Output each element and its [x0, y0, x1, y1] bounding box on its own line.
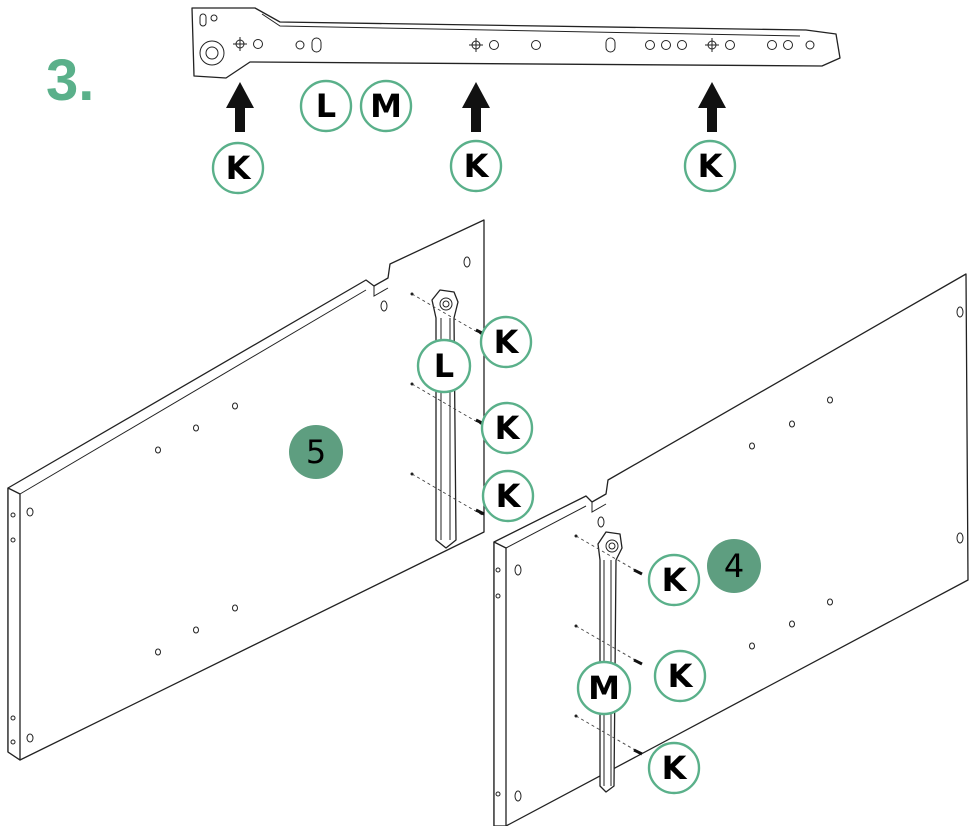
left-side-panel: [7, 219, 485, 761]
svg-text:M: M: [588, 669, 620, 707]
svg-text:L: L: [434, 347, 454, 385]
svg-text:L: L: [316, 87, 336, 125]
callout-top-l: L: [299, 79, 353, 133]
svg-text:4: 4: [724, 547, 744, 585]
svg-text:K: K: [495, 409, 521, 447]
svg-text:K: K: [668, 657, 694, 695]
rail-cross-hole-3: [705, 38, 719, 52]
callout-right-k-1: K: [647, 553, 701, 607]
svg-text:5: 5: [306, 433, 326, 471]
svg-text:K: K: [226, 149, 252, 187]
callout-top-k-2: K: [449, 139, 503, 193]
callout-right-k-3: K: [647, 741, 701, 795]
svg-text:K: K: [662, 561, 688, 599]
callout-left-k-1: K: [479, 315, 533, 369]
svg-text:K: K: [698, 147, 724, 185]
svg-text:M: M: [370, 87, 402, 125]
svg-text:K: K: [496, 477, 522, 515]
callout-top-k-3: K: [683, 139, 737, 193]
up-arrow-icon: [462, 82, 490, 132]
rail-cross-hole-1: [233, 37, 247, 51]
svg-text:K: K: [662, 749, 688, 787]
callout-right-k-2: K: [653, 649, 707, 703]
step-number: 3.: [46, 48, 95, 113]
callout-right-rail-m: M: [576, 660, 632, 716]
badge-right-panel: 4: [707, 539, 761, 593]
callout-top-k-1: K: [211, 141, 265, 195]
svg-text:K: K: [464, 147, 490, 185]
callout-left-k-2: K: [480, 401, 534, 455]
rail-cross-hole-2: [469, 38, 483, 52]
up-arrow-icon: [226, 82, 254, 132]
callout-left-rail-l: L: [416, 338, 472, 394]
svg-text:K: K: [494, 323, 520, 361]
up-arrow-icon: [698, 82, 726, 132]
badge-left-panel: 5: [289, 425, 343, 479]
callout-top-m: M: [359, 79, 413, 133]
callout-left-k-3: K: [481, 469, 535, 523]
top-drawer-rail: [191, 7, 841, 79]
